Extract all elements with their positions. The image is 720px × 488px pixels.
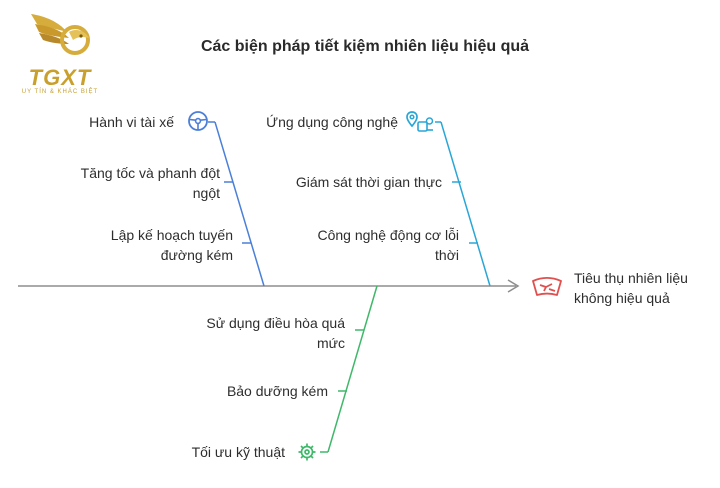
optimize-cause-2-line1: Bảo dưỡng kém [226, 383, 328, 399]
driver-bone [214, 121, 265, 287]
tech-cause-1: Giám sát thời gian thực [242, 172, 442, 192]
effect-label: Tiêu thụ nhiên liệu không hiệu quả [574, 268, 714, 308]
driver-cause-1-line1: Tăng tốc và phanh đột [80, 165, 220, 181]
tech-cause-2-line2: thời [435, 247, 459, 263]
tech-branch-title: Ứng dụng công nghệ [266, 114, 398, 130]
effect-label-line2: không hiệu quả [574, 290, 670, 306]
optimize-cause-1-line2: mức [316, 335, 345, 351]
optimize-branch-title: Tối ưu kỹ thuật [191, 444, 285, 460]
location-devices-icon [406, 111, 434, 132]
tech-cause-2: Công nghệ động cơ lỗi thời [279, 225, 459, 265]
driver-branch-title: Hành vi tài xế [89, 114, 174, 130]
steering-wheel-icon [188, 111, 208, 131]
gear-icon [298, 443, 316, 461]
diagram-title: Các biện pháp tiết kiệm nhiên liệu hiệu … [200, 38, 530, 55]
optimize-cause-1-line1: Sử dụng điều hòa quá [206, 315, 345, 331]
eagle-logo-icon [31, 14, 90, 55]
driver-cause-1: Tăng tốc và phanh đột ngột [50, 163, 220, 203]
optimize-cause-2: Bảo dưỡng kém [148, 381, 328, 401]
driver-cause-2-line1: Lập kế hoạch tuyến [110, 227, 233, 243]
driver-cause-2: Lập kế hoạch tuyến đường kém [63, 225, 233, 265]
tech-cause-2-line1: Công nghệ động cơ lỗi [317, 227, 459, 243]
logo-text: TGXT [28, 65, 92, 90]
tech-bone [440, 121, 491, 287]
effect-label-line1: Tiêu thụ nhiên liệu [574, 270, 688, 286]
spine-arrowhead [507, 279, 520, 293]
driver-cause-1-line2: ngột [192, 185, 220, 201]
tech-cause-1-line1: Giám sát thời gian thực [295, 174, 442, 190]
driver-cause-2-line2: đường kém [160, 247, 233, 263]
optimize-bone [327, 285, 378, 453]
optimize-cause-1: Sử dụng điều hòa quá mức [165, 313, 345, 353]
broken-windshield-icon [532, 277, 562, 296]
logo-tagline: UY TÍN & KHÁC BIỆT [21, 89, 99, 95]
